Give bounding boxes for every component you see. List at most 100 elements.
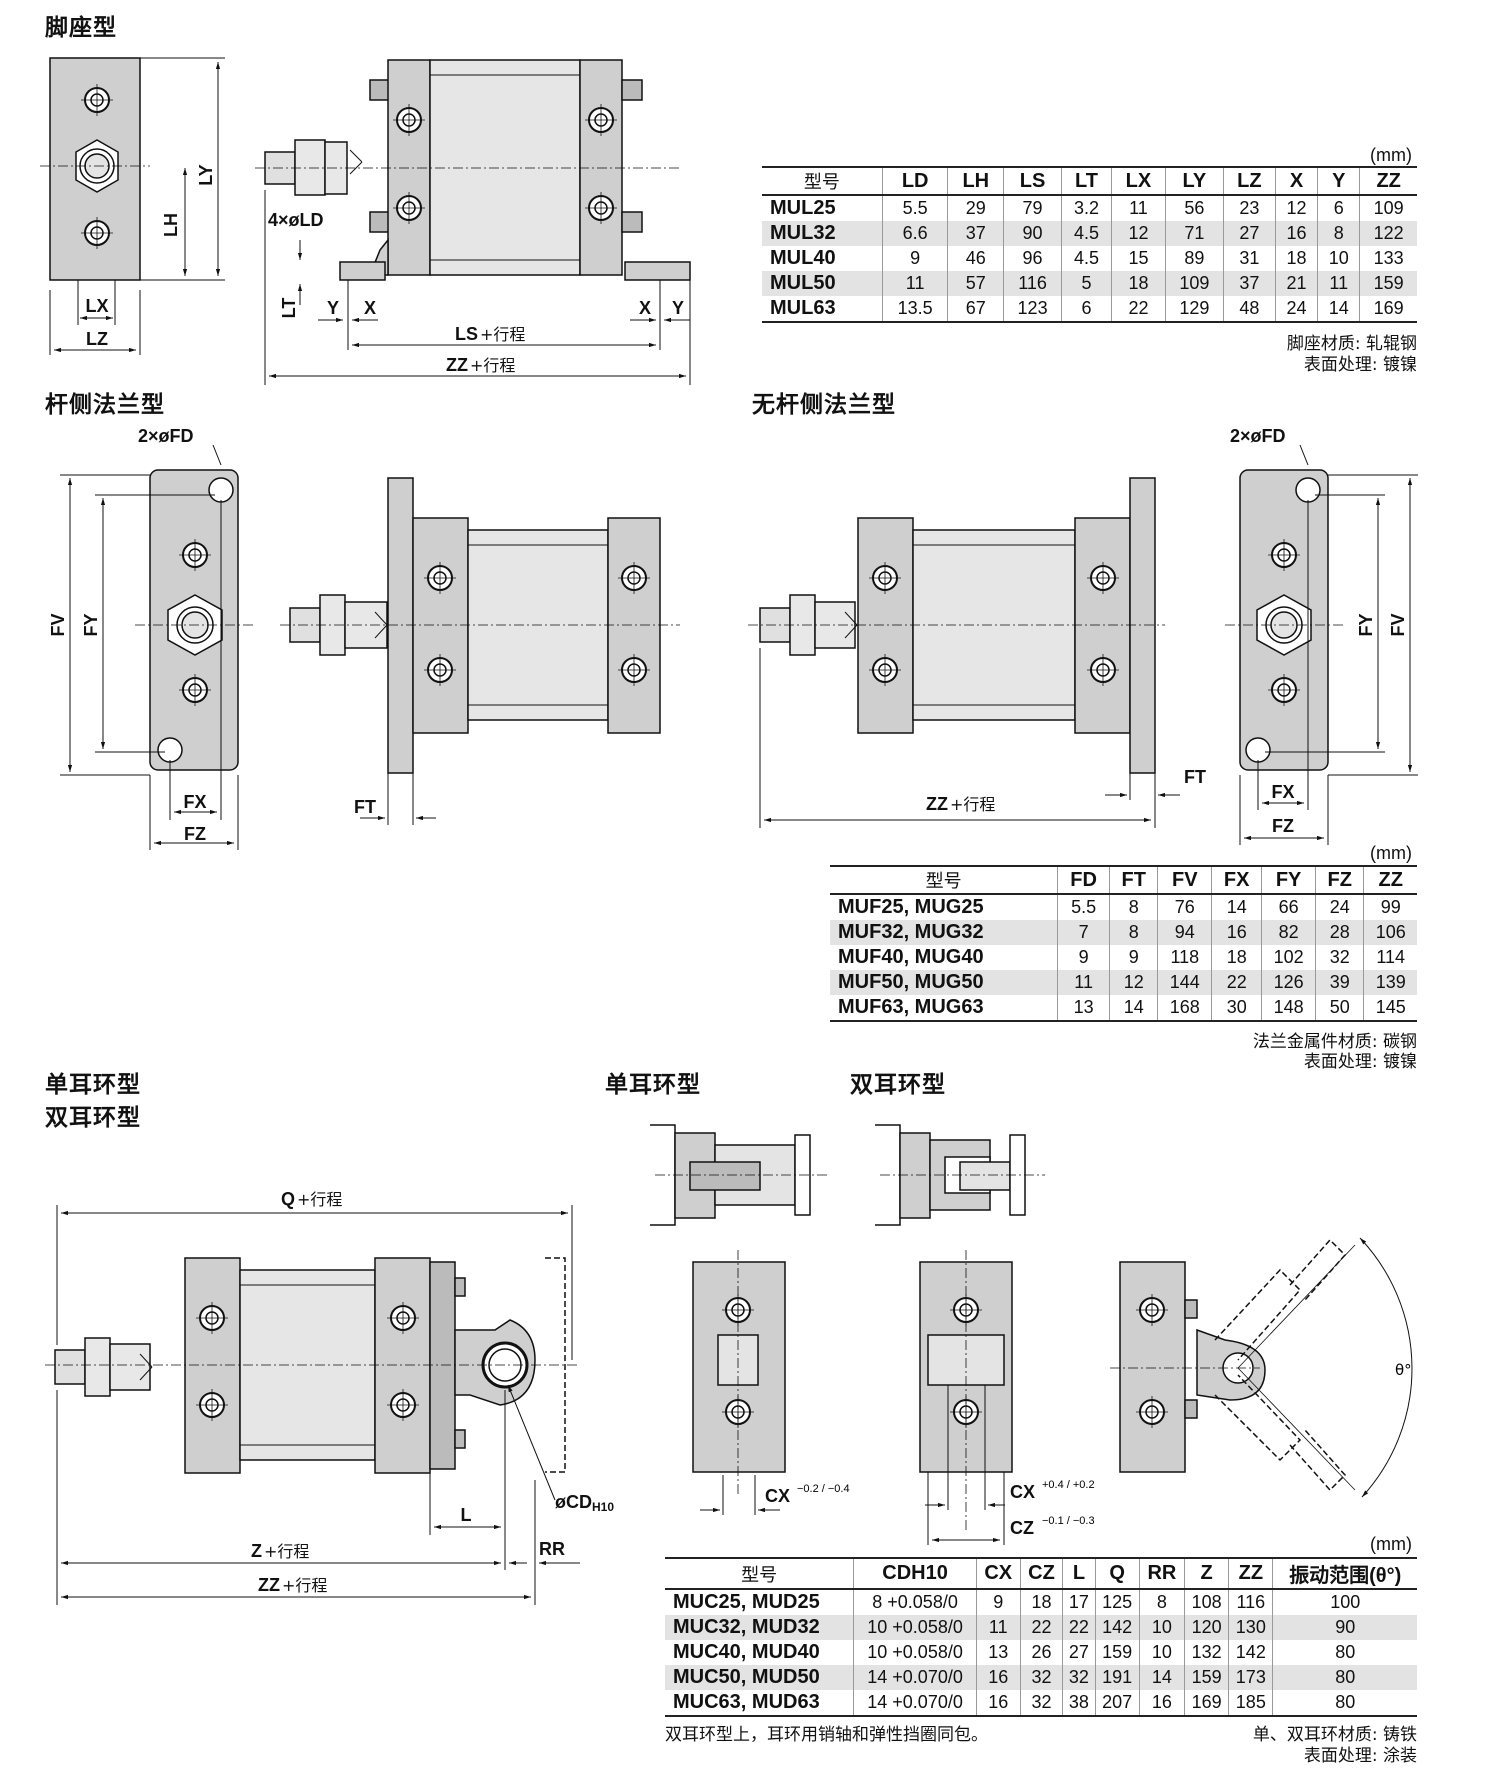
- value-cell: 30: [1211, 995, 1262, 1022]
- value-cell: 142: [1094, 1615, 1140, 1640]
- dim-zz-foot: ZZ: [446, 355, 468, 375]
- value-cell: 14 +0.070/0: [853, 1665, 977, 1690]
- head-flange-front-dims: [759, 648, 1180, 828]
- table-header: CDH10: [853, 1557, 977, 1590]
- value-cell: 14 +0.070/0: [853, 1690, 977, 1717]
- dim-z-stroke: +行程: [264, 1542, 309, 1561]
- value-cell: 9: [1057, 945, 1110, 970]
- model-cell: MUL40: [770, 247, 836, 269]
- value-cell: 109: [1359, 195, 1417, 221]
- unit-label-clevis: (mm): [1370, 1534, 1412, 1554]
- double-clevis-dims: [925, 1385, 1005, 1545]
- heading-clevis-double: 双耳环型: [45, 1105, 141, 1131]
- value-cell: 22: [1110, 296, 1166, 323]
- value-cell: 32: [1062, 1665, 1096, 1690]
- head-flange-side-view: [1225, 469, 1345, 771]
- value-cell: 122: [1359, 221, 1417, 246]
- value-cell: 173: [1228, 1665, 1273, 1690]
- value-cell: 57: [947, 271, 1004, 296]
- value-cell: 18: [1110, 271, 1166, 296]
- value-cell: 118: [1157, 945, 1212, 970]
- value-cell: 159: [1183, 1665, 1229, 1690]
- table-header: FX: [1211, 865, 1262, 895]
- value-cell: 32: [1314, 945, 1364, 970]
- dim-cz: CZ: [1010, 1518, 1034, 1538]
- value-cell: 11: [1057, 970, 1110, 995]
- value-cell: 109: [1164, 271, 1224, 296]
- dim-ly: LY: [196, 164, 216, 185]
- dim-rr: RR: [539, 1539, 565, 1559]
- foot-front-dims: [264, 190, 691, 385]
- table-header: FY: [1261, 865, 1316, 895]
- value-cell: 185: [1228, 1690, 1273, 1717]
- heading-rod-flange: 杆侧法兰型: [45, 392, 165, 418]
- dim-fz-1: FZ: [184, 824, 206, 844]
- value-cell: 10 +0.058/0: [853, 1615, 977, 1640]
- dim-fy-2: FY: [1356, 613, 1376, 636]
- model-cell: MUF63, MUG63: [830, 995, 1058, 1022]
- value-cell: 79: [1003, 195, 1062, 221]
- value-cell: 14: [1138, 1665, 1185, 1690]
- unit-label-flange: (mm): [1370, 843, 1412, 863]
- rod-flange-front-view: [280, 477, 680, 774]
- value-cell: 11: [975, 1615, 1021, 1640]
- table-header: Z: [1183, 1557, 1229, 1590]
- table-header: ZZ: [1363, 865, 1417, 895]
- model-cell: MUL50: [762, 271, 883, 296]
- value-cell: 159: [1094, 1640, 1140, 1665]
- dim-x2: X: [639, 298, 651, 318]
- value-cell: 76: [1157, 894, 1212, 920]
- value-cell: 14: [1108, 995, 1158, 1022]
- value-cell: 8: [1138, 1589, 1185, 1615]
- dim-l: L: [461, 1505, 472, 1525]
- dim-fx-2: FX: [1271, 782, 1294, 802]
- table-header: L: [1062, 1557, 1096, 1590]
- clevis-note-finish: 表面处理: 涂装: [1303, 1746, 1417, 1766]
- model-cell: MUL32: [762, 221, 883, 246]
- table-header: LY: [1164, 166, 1224, 196]
- flange-note-material: 法兰金属件材质: 碳钢: [1252, 1032, 1417, 1052]
- foot-note-finish: 表面处理: 镀镍: [1303, 355, 1417, 375]
- value-cell: 23: [1222, 195, 1276, 221]
- foot-front-view: [255, 59, 691, 281]
- value-cell: 126: [1261, 970, 1316, 995]
- dim-ls: LS: [455, 324, 478, 344]
- value-cell: 26: [1019, 1640, 1063, 1665]
- value-cell: 96: [1003, 246, 1062, 271]
- dim-fv-2: FV: [1388, 613, 1408, 636]
- value-cell: 8: [1108, 894, 1158, 920]
- table-header: ZZ: [1228, 1557, 1273, 1590]
- dim-zz-flange: ZZ: [926, 794, 948, 814]
- table-header: FV: [1157, 865, 1212, 895]
- value-cell: 16: [1138, 1690, 1185, 1717]
- heading-clevis-single: 单耳环型: [45, 1072, 141, 1098]
- value-cell: 80: [1272, 1690, 1417, 1717]
- value-cell: 8: [1317, 221, 1360, 246]
- table-header: 振动范围(θ°): [1272, 1557, 1417, 1590]
- dim-fd-1: 2×øFD: [138, 426, 194, 446]
- model-cell: MUF40, MUG40: [838, 946, 984, 968]
- value-cell: 10 +0.058/0: [853, 1640, 977, 1665]
- table-header: LS: [1003, 166, 1062, 196]
- model-cell: MUC63, MUD63: [665, 1690, 854, 1717]
- value-cell: 6.6: [881, 221, 948, 246]
- value-cell: 9: [881, 246, 948, 271]
- heading-head-flange: 无杆侧法兰型: [752, 392, 896, 418]
- table-header: FZ: [1314, 865, 1364, 895]
- value-cell: 102: [1261, 945, 1316, 970]
- value-cell: 31: [1222, 246, 1276, 271]
- value-cell: 99: [1363, 894, 1417, 920]
- table-header: X: [1274, 166, 1318, 196]
- value-cell: 13.5: [881, 296, 948, 323]
- value-cell: 114: [1363, 945, 1417, 970]
- value-cell: 159: [1359, 271, 1417, 296]
- dim-theta: θ°: [1395, 1361, 1412, 1379]
- table-header: Y: [1317, 166, 1360, 196]
- dim-lh: LH: [161, 213, 181, 237]
- value-cell: 32: [1019, 1665, 1063, 1690]
- dim-cd: øCDH10: [555, 1492, 614, 1514]
